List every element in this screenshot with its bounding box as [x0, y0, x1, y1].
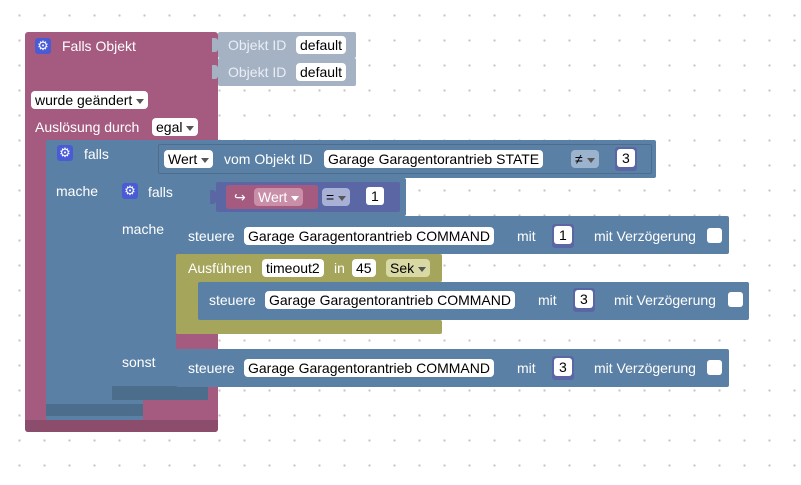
outer-condition-connector: [152, 152, 158, 166]
inner-compare-value[interactable]: 1: [366, 187, 384, 205]
chevron-down-icon: [418, 266, 427, 272]
object-id-connector-1: [212, 38, 218, 52]
inner-if-gear-icon[interactable]: ⚙: [122, 183, 138, 199]
outer-operator-value: ≠: [575, 151, 583, 167]
control-1-label: steuere: [188, 228, 235, 244]
control-2-label: steuere: [209, 292, 256, 308]
outer-compare-value[interactable]: 3: [617, 149, 635, 167]
control-2-object-field[interactable]: Garage Garagentorantrieb COMMAND: [265, 291, 515, 309]
outer-compare-number-block[interactable]: 3: [615, 147, 637, 171]
trigger-mode-dropdown[interactable]: wurde geändert: [31, 91, 149, 109]
chevron-down-icon: [186, 125, 195, 131]
trigger-mode-value: wurde geändert: [35, 92, 133, 108]
control-2-value[interactable]: 3: [575, 290, 593, 308]
trigger-by-label: Auslösung durch: [35, 119, 140, 135]
event-gear-icon[interactable]: ⚙: [35, 38, 51, 54]
object-id-connector-2: [212, 65, 218, 79]
control-3-object-field[interactable]: Garage Garagentorantrieb COMMAND: [244, 359, 494, 377]
timeout-footer: [176, 320, 442, 334]
control-1-object-field[interactable]: Garage Garagentorantrieb COMMAND: [244, 227, 494, 245]
control-3-with-label: mit: [517, 360, 536, 376]
inner-operator-dropdown[interactable]: =: [322, 188, 351, 206]
inner-arrow-icon: ↪: [234, 189, 246, 205]
object-id-label-2: Objekt ID: [228, 64, 287, 80]
chevron-down-icon: [338, 195, 347, 201]
timeout-name-field[interactable]: timeout2: [262, 259, 324, 277]
inner-if-mache-label: mache: [122, 221, 165, 237]
outer-vom-objekt-label: vom Objekt ID: [224, 151, 313, 167]
event-title: Falls Objekt: [62, 38, 136, 54]
timeout-unit-value: Sek: [390, 260, 415, 276]
trigger-by-value: egal: [156, 119, 183, 135]
object-id-field-2[interactable]: default: [296, 63, 347, 81]
outer-operator-dropdown[interactable]: ≠: [571, 150, 599, 168]
control-2-number-block[interactable]: 3: [573, 288, 595, 312]
control-3-delay-checkbox[interactable]: [707, 360, 722, 375]
trigger-by-dropdown[interactable]: egal: [152, 118, 199, 136]
control-3-value[interactable]: 3: [554, 358, 572, 376]
inner-condition-connector: [210, 190, 216, 204]
chevron-down-icon: [201, 157, 210, 163]
inner-value-dropdown[interactable]: Wert: [254, 188, 304, 206]
control-2-delay-checkbox[interactable]: [728, 292, 743, 307]
outer-if-mache-label: mache: [56, 183, 99, 199]
event-block-shadow: [25, 420, 218, 432]
control-1-value[interactable]: 1: [554, 226, 572, 244]
inner-compare-number-block[interactable]: 1: [364, 185, 386, 209]
control-1-with-label: mit: [517, 228, 536, 244]
outer-if-gear-icon[interactable]: ⚙: [57, 145, 73, 161]
outer-value-dropdown[interactable]: Wert: [164, 150, 214, 168]
object-id-label-1: Objekt ID: [228, 37, 287, 53]
chevron-down-icon: [586, 157, 595, 163]
outer-object-name-field[interactable]: Garage Garagentorantrieb STATE: [324, 150, 544, 168]
control-2-delay-label: mit Verzögerung: [614, 292, 716, 308]
control-2-with-label: mit: [538, 292, 557, 308]
inner-if-sonst-label: sonst: [122, 354, 156, 370]
chevron-down-icon: [291, 195, 300, 201]
control-3-label: steuere: [188, 360, 235, 376]
object-id-field-1[interactable]: default: [296, 36, 347, 54]
timeout-label: Ausführen: [188, 260, 252, 276]
control-3-number-block[interactable]: 3: [552, 356, 574, 380]
control-1-number-block[interactable]: 1: [552, 224, 574, 248]
inner-if-falls-label: falls: [148, 184, 173, 200]
outer-value-text: Wert: [168, 151, 198, 167]
timeout-in-label: in: [334, 260, 345, 276]
inner-value-text: Wert: [258, 189, 288, 205]
inner-operator-value: =: [326, 189, 335, 205]
timeout-unit-dropdown[interactable]: Sek: [386, 259, 431, 277]
control-1-delay-checkbox[interactable]: [707, 228, 722, 243]
chevron-down-icon: [136, 98, 145, 104]
outer-if-falls-label: falls: [84, 146, 109, 162]
timeout-delay-field[interactable]: 45: [352, 259, 376, 277]
control-3-delay-label: mit Verzögerung: [594, 360, 696, 376]
outer-if-footer: [46, 404, 143, 416]
control-1-delay-label: mit Verzögerung: [594, 228, 696, 244]
inner-if-footer: [112, 386, 208, 400]
